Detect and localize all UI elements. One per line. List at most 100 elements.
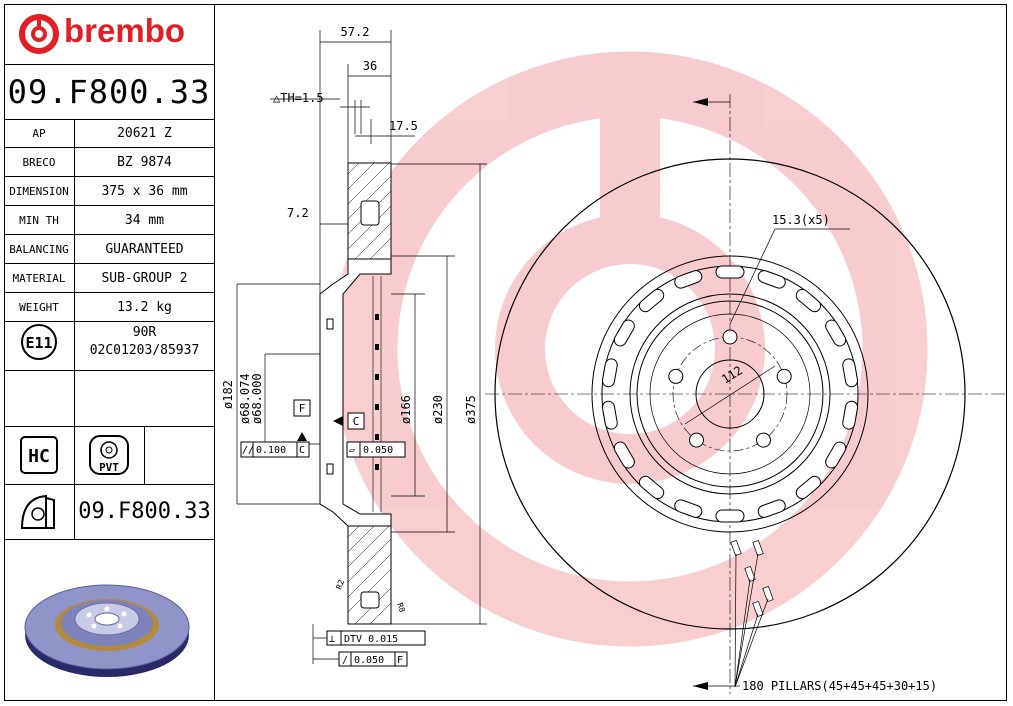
datum-c [347,412,365,430]
front-view [494,158,966,630]
dim-d230: ø230 [431,395,445,424]
vent-slot [842,358,859,388]
perpendicular-icon: ⊥ [329,634,335,645]
title-block: brembo 09.F800.33 AP 20621 Z BRECO BZ 9874… [4,4,215,701]
section-arrow-bottom-icon [693,682,708,690]
datum-c-label: C [353,415,360,428]
dim-d375: ø375 [464,395,478,424]
disc-render [4,539,214,701]
vent-slot [795,288,822,313]
svg-text:PVT: PVT [99,461,119,474]
dim-th: △TH=1.5 [273,91,324,105]
vent-slot [601,358,618,388]
spec-value: SUB-GROUP 2 [101,270,188,286]
spec-value: 13.2 kg [117,299,172,315]
hc-badge: HC [4,426,75,484]
certification-row: E11 90R 02C01203/85937 [4,314,214,371]
vent-slot [757,270,786,289]
section-arrow-top-icon [693,98,708,106]
spec-value: 375 x 36 mm [101,183,188,199]
vent-slot [825,441,847,469]
vent-slot [601,400,618,430]
tol1-ref: C [299,445,305,456]
vent-slot [613,319,635,347]
spec-value: BZ 9874 [117,154,172,170]
section-view [319,162,392,625]
dim-17-5: 17.5 [389,119,418,133]
hc-icon: HC [20,436,58,474]
datum-c-triangle-icon [333,416,343,426]
spec-row: AP 20621 Z [4,119,214,148]
tolerance-frame-parallel [240,441,310,458]
drawing-frame [4,4,1007,701]
tolerance-frame-flatness [346,441,406,458]
vent-slot [638,475,665,500]
bolt-holes [668,329,792,448]
roughness-r8: R8 [395,602,407,614]
vent-slot [674,270,703,289]
svg-text:E11: E11 [25,334,52,352]
vent-slot [674,499,703,518]
footer-part-row: 09.F800.33 [4,484,214,540]
vent-slots [601,265,859,523]
dtv-value: DTV 0.015 [344,634,398,645]
spec-key: AP [4,119,75,147]
vent-slot [715,509,745,523]
spec-row: BALANCING GUARANTEED [4,235,214,264]
runout-value: 0.050 [354,655,384,666]
roughness-r2: R2 [334,578,346,590]
e11-approval-icon: E11 [21,324,57,360]
runout-ref: F [397,655,403,666]
spec-key: WEIGHT [4,293,75,321]
brand-name: brembo [64,12,186,49]
spec-key: BALANCING [4,235,75,263]
bolt-hole [722,329,738,345]
pillars-label: 180 PILLARS(45+45+45+30+15) [742,679,937,693]
part-number-title: 09.F800.33 [4,64,214,120]
spec-row: BRECO BZ 9874 [4,148,214,177]
parallel-icon: // [242,445,254,456]
vent-slot [825,319,847,347]
pillars-callout [730,539,774,688]
technical-drawing: 57.2 36 △TH=1.5 17.5 7.2 ø182 ø68.074 ø6… [221,25,1005,694]
e11-mark: E11 [4,314,75,370]
vent-slot [795,475,822,500]
vent-slot [842,400,859,430]
dim-57-2: 57.2 [341,25,370,39]
flatness-icon: ▱ [349,445,355,456]
dim-d68000: ø68.000 [250,373,264,424]
bolt-hole [688,432,704,448]
dim-7-2: 7.2 [287,206,309,220]
certification-text: 90R 02C01203/85937 [75,314,214,370]
footer-part-number: 09.F800.33 [74,484,214,539]
tol1-value: 0.100 [256,445,286,456]
vent-slot [613,441,635,469]
cert-number: 02C01203/85937 [89,343,200,358]
pvt-icon: PVT [89,435,129,475]
datum-f-triangle-icon [297,432,307,441]
spec-row: WEIGHT 13.2 kg [4,293,214,322]
top-dimensions [270,30,415,294]
dim-d182: ø182 [221,380,235,409]
spec-value: GUARANTEED [105,241,184,257]
disc-profile-icon [20,494,55,529]
spec-key: MIN TH [4,206,75,234]
bolt-hole [776,368,792,384]
cert-regulation: 90R [132,325,157,340]
brand-logo: brembo [4,4,214,65]
datum-f [293,399,311,417]
spec-value: 20621 Z [117,125,172,141]
bolt-hole [668,368,684,384]
vent-slot [638,288,665,313]
bolt-hole [756,432,772,448]
dim-36: 36 [363,59,377,73]
brembo-logo-icon [19,14,59,54]
feature-icons-row: HC PVT [4,426,214,485]
centerlines [485,94,1005,694]
spec-key: BRECO [4,148,75,176]
vent-slot [715,265,745,279]
